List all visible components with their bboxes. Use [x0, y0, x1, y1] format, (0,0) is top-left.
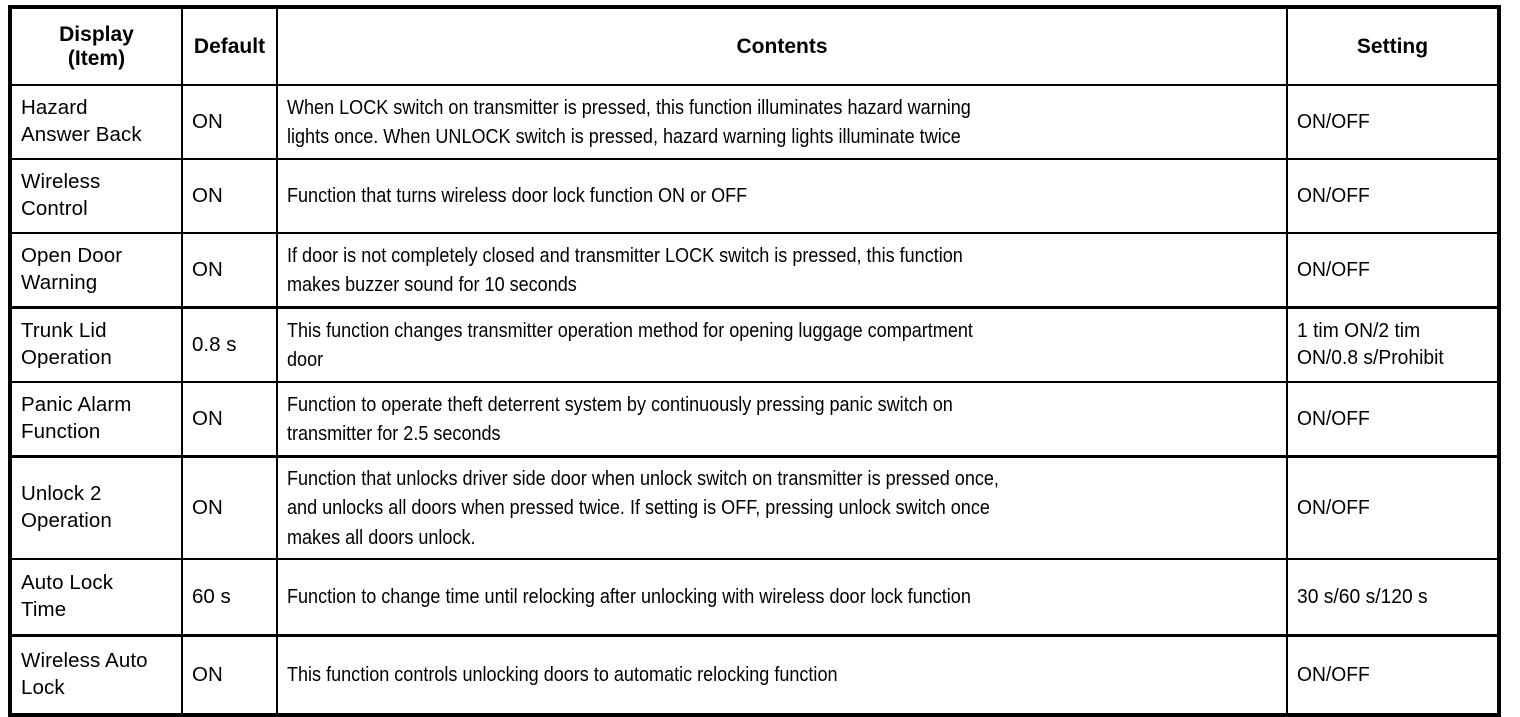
item-line1: Unlock 2 [21, 482, 102, 506]
table-row: Unlock 2 Operation ON Function that unlo… [9, 455, 1500, 560]
item-line1: Wireless [21, 170, 101, 194]
column-header-default: Default [181, 6, 278, 86]
cell-setting: ON/OFF [1286, 232, 1500, 309]
cell-setting: ON/OFF [1286, 381, 1500, 458]
cell-setting: ON/OFF [1286, 84, 1500, 160]
item-line1: Wireless Auto [21, 649, 148, 673]
item-line2: Time [21, 598, 67, 621]
contents-line1: Function to change time until relocking … [287, 585, 971, 609]
item-line1: Panic Alarm [21, 393, 132, 417]
contents-line2: and unlocks all doors when pressed twice… [287, 496, 990, 520]
item-line1: Trunk Lid [21, 319, 107, 343]
column-header-display-item-line2: (Item) [67, 46, 126, 70]
item-line1: Auto Lock [21, 571, 114, 595]
setting-line1: ON/OFF [1297, 406, 1370, 430]
contents-line1: Function that unlocks driver side door w… [287, 467, 999, 491]
table-row: Auto Lock Time 60 s Function to change t… [9, 558, 1500, 637]
item-line1: Hazard [21, 96, 88, 120]
setting-line1: ON/OFF [1297, 183, 1370, 207]
contents-line1: When LOCK switch on transmitter is press… [287, 95, 971, 119]
cell-contents: Function that unlocks driver side door w… [276, 455, 1288, 560]
cell-default: ON [181, 381, 278, 458]
table-row: Wireless Auto Lock ON This function cont… [9, 634, 1500, 716]
table-row: Trunk Lid Operation 0.8 s This function … [9, 306, 1500, 383]
setting-line1: 1 tim ON/2 tim [1297, 319, 1421, 343]
table-row: Panic Alarm Function ON Function to oper… [9, 381, 1500, 458]
item-line2: Answer Back [21, 123, 142, 146]
setting-line1: 30 s/60 s/120 s [1297, 584, 1428, 608]
contents-line2: makes buzzer sound for 10 seconds [287, 273, 577, 296]
table-body: Hazard Answer Back ON When LOCK switch o… [9, 84, 1500, 716]
cell-default: ON [181, 158, 278, 234]
column-header-display-item: Display (Item) [9, 6, 183, 86]
contents-line2: lights once. When UNLOCK switch is press… [287, 125, 961, 148]
cell-setting: ON/OFF [1286, 634, 1500, 716]
cell-contents: Function to change time until relocking … [276, 558, 1288, 637]
item-line2: Operation [21, 346, 112, 369]
cell-display-item: Trunk Lid Operation [9, 306, 183, 383]
cell-contents: This function changes transmitter operat… [276, 306, 1288, 383]
cell-default: ON [181, 634, 278, 716]
contents-line3: makes all doors unlock. [287, 525, 476, 549]
setting-line1: ON/OFF [1297, 257, 1370, 281]
cell-setting: ON/OFF [1286, 455, 1500, 560]
table-header: Display (Item) Default Contents Setting [9, 6, 1500, 86]
cell-contents: This function controls unlocking doors t… [276, 634, 1288, 716]
item-line2: Control [21, 197, 88, 220]
cell-contents: If door is not completely closed and tra… [276, 232, 1288, 309]
contents-line1: Function that turns wireless door lock f… [287, 184, 748, 208]
cell-display-item: Auto Lock Time [9, 558, 183, 637]
table-row: Open Door Warning ON If door is not comp… [9, 232, 1500, 309]
cell-display-item: Panic Alarm Function [9, 381, 183, 458]
contents-line1: This function changes transmitter operat… [287, 318, 973, 342]
cell-display-item: Wireless Control [9, 158, 183, 234]
cell-setting: 30 s/60 s/120 s [1286, 558, 1500, 637]
cell-default: 0.8 s [181, 306, 278, 383]
cell-display-item: Open Door Warning [9, 232, 183, 309]
item-line2: Warning [21, 271, 98, 294]
wireless-door-lock-settings-table: Display (Item) Default Contents Setting … [8, 5, 1501, 717]
cell-default: ON [181, 232, 278, 309]
cell-display-item: Wireless Auto Lock [9, 634, 183, 716]
contents-line1: This function controls unlocking doors t… [287, 663, 838, 687]
document-page: Display (Item) Default Contents Setting … [8, 5, 1501, 717]
cell-contents: When LOCK switch on transmitter is press… [276, 84, 1288, 160]
cell-contents: Function that turns wireless door lock f… [276, 158, 1288, 234]
cell-setting: 1 tim ON/2 tim ON/0.8 s/Prohibit [1286, 306, 1500, 383]
setting-line2: ON/0.8 s/Prohibit [1297, 346, 1444, 369]
column-header-contents: Contents [276, 6, 1288, 86]
item-line1: Open Door [21, 244, 123, 268]
cell-contents: Function to operate theft deterrent syst… [276, 381, 1288, 458]
setting-line1: ON/OFF [1297, 495, 1370, 519]
contents-line1: If door is not completely closed and tra… [287, 243, 963, 267]
cell-default: ON [181, 84, 278, 160]
item-line2: Function [21, 420, 101, 443]
cell-display-item: Unlock 2 Operation [9, 455, 183, 560]
setting-line1: ON/OFF [1297, 662, 1370, 686]
table-row: Hazard Answer Back ON When LOCK switch o… [9, 84, 1500, 160]
cell-default: 60 s [181, 558, 278, 637]
column-header-display-item-line1: Display [59, 22, 134, 46]
cell-setting: ON/OFF [1286, 158, 1500, 234]
contents-line1: Function to operate theft deterrent syst… [287, 392, 953, 416]
table-header-row: Display (Item) Default Contents Setting [9, 6, 1500, 86]
contents-line2: transmitter for 2.5 seconds [287, 422, 501, 445]
contents-line2: door [287, 348, 324, 371]
cell-display-item: Hazard Answer Back [9, 84, 183, 160]
cell-default: ON [181, 455, 278, 560]
column-header-setting: Setting [1286, 6, 1500, 86]
table-row: Wireless Control ON Function that turns … [9, 158, 1500, 234]
item-line2: Lock [21, 676, 65, 699]
item-line2: Operation [21, 509, 112, 532]
setting-line1: ON/OFF [1297, 109, 1370, 133]
